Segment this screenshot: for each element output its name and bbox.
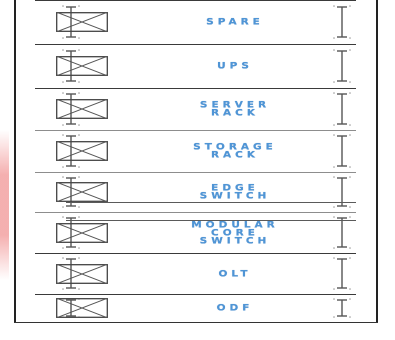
mounting-rail-right-icon	[333, 4, 351, 40]
slot-label: SERVER RACK	[199, 100, 271, 118]
rack-slot	[35, 212, 356, 253]
mounting-rail-right-icon	[333, 91, 351, 127]
rack-base	[14, 322, 378, 340]
equipment-box-icon	[56, 298, 108, 318]
equipment-box-icon	[56, 12, 108, 32]
slot-label: SPARE	[206, 17, 264, 27]
mounting-rail-left-icon	[62, 4, 80, 40]
rack-slot	[35, 88, 356, 130]
equipment-box-icon	[56, 99, 108, 119]
equipment-box-icon	[56, 56, 108, 76]
mounting-rail-right-icon	[333, 297, 351, 319]
equipment-box-icon	[56, 264, 108, 284]
rack-slot	[35, 44, 356, 88]
mounting-rail-right-icon	[333, 256, 351, 291]
rack-slot	[35, 172, 356, 212]
slot-label: STORAGE RACK	[193, 142, 277, 160]
mounting-rail-right-icon	[333, 48, 351, 84]
mounting-rail-right-icon	[333, 133, 351, 169]
connector-line	[66, 220, 356, 221]
equipment-box-icon	[56, 223, 108, 243]
slot-label: OLT	[218, 269, 252, 279]
equipment-box-icon	[56, 141, 108, 161]
mounting-rail-right-icon	[333, 175, 351, 209]
slot-label: EDGE SWITCH	[199, 183, 271, 201]
rack-frame	[14, 0, 378, 339]
mounting-rail-left-icon	[62, 133, 80, 169]
mounting-rail-right-icon	[333, 215, 351, 250]
slot-label: UPS	[217, 61, 253, 71]
rack-slot	[35, 0, 356, 44]
mounting-rail-left-icon	[62, 48, 80, 84]
mounting-rail-left-icon	[62, 91, 80, 127]
equipment-box-icon	[56, 182, 108, 202]
slot-label: ODF	[216, 303, 254, 313]
rack-slot	[35, 130, 356, 172]
side-accent-bar	[0, 130, 9, 280]
slot-label: MODULAR CORE SWITCH	[191, 220, 279, 246]
rack-slot	[35, 253, 356, 294]
connector-line	[66, 202, 356, 203]
rack-slot	[35, 294, 356, 322]
